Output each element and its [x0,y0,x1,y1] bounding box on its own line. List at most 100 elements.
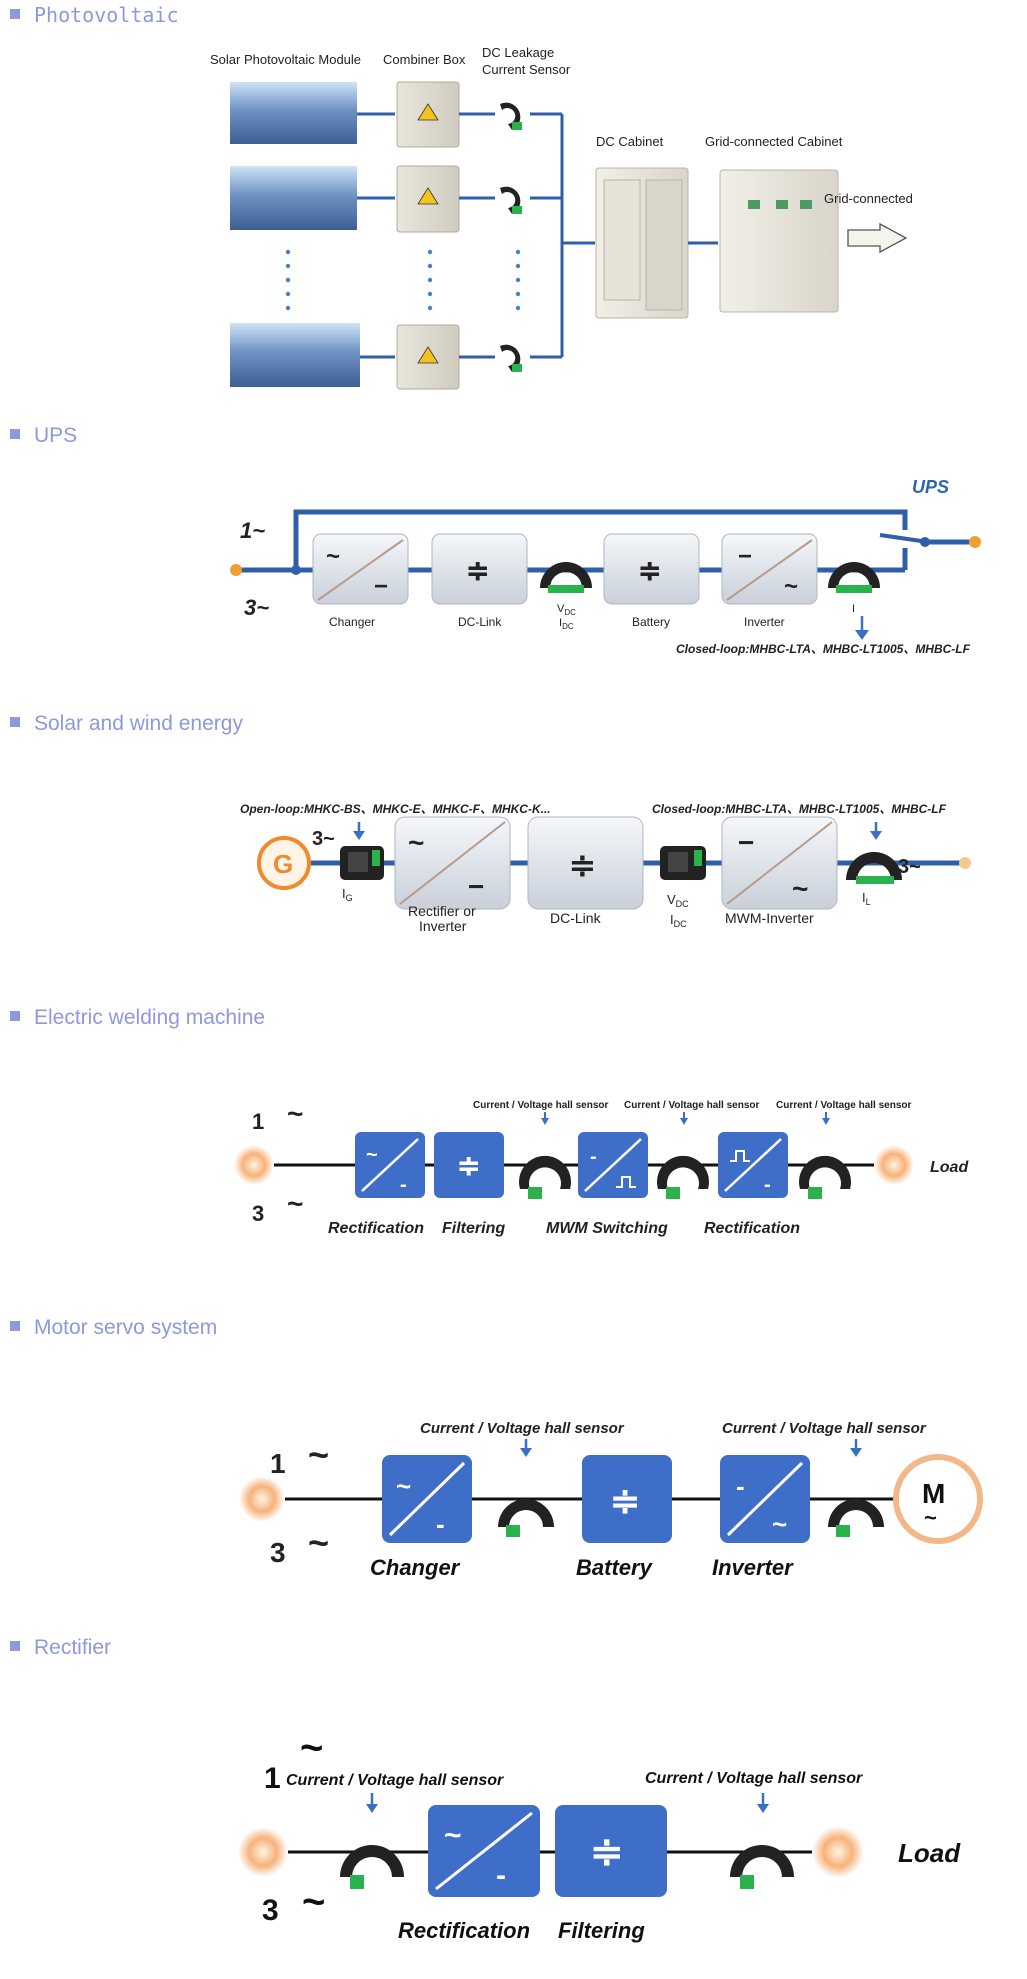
generator-icon [257,836,311,890]
weld-phase-3: 3 [252,1201,264,1226]
section-title-solar-wind: Solar and wind energy [10,712,243,736]
svg-text:−: − [738,543,752,570]
svg-text:~: ~ [408,827,424,858]
down-arrow-icon [541,1118,549,1125]
down-arrow-icon [757,1804,769,1813]
section-title-welding: Electric welding machine [10,1006,265,1030]
down-arrow-icon [520,1448,532,1457]
motor-letter-tilde: ~ [924,1505,937,1530]
motor-phase-1: 1 [270,1448,286,1479]
load-terminal-icon [812,1826,864,1878]
solar-rectifier-block: ~ − [394,816,511,910]
svg-text:~: ~ [326,543,340,570]
section-title-text: Photovoltaic [34,3,179,27]
motor-sensor-label-2: Current / Voltage hall sensor [722,1420,927,1437]
weld-sensor-label-3: Current / Voltage hall sensor [776,1100,912,1111]
motor-inverter-label: Inverter [712,1555,794,1580]
weld-load-label: Load [930,1159,969,1176]
svg-text:-: - [436,1509,445,1539]
motor-battery-block: ≑ [582,1455,672,1543]
ups-phase-3: 3~ [244,595,269,620]
section-title-text: Solar and wind energy [34,712,243,735]
rect-tilde-1: ~ [300,1726,323,1770]
pv-col-sensor-label-1: DC Leakage [482,45,554,60]
hall-sensor-icon [799,1155,851,1189]
solar-vdc-label: VDC [667,892,689,909]
down-arrow-icon [366,1804,378,1813]
solar-wind-diagram: Open-loop:MHKC-BS、MHKC-E、MHKC-F、MHKC-K..… [240,802,971,934]
welding-diagram: 1 ~ 3 ~ Load ~ - ≑ Current / Voltage hal… [234,1098,969,1237]
solar-panel-icon [230,323,360,387]
load-terminal-icon [874,1145,914,1185]
pv-row-3 [230,323,562,390]
svg-text:-: - [764,1174,771,1196]
solar-ig-label: IG [342,886,353,903]
ups-closed-loop-label: Closed-loop:MHBC-LTA、MHBC-LT1005、MHBC-LF [676,642,971,656]
svg-text:~: ~ [792,873,808,904]
svg-text:≑: ≑ [457,1150,480,1181]
motor-tilde-3: ~ [308,1522,329,1563]
generator-letter: G [273,849,293,879]
source-terminal-icon [238,1827,288,1877]
rect-sensor-label-2: Current / Voltage hall sensor [645,1770,863,1787]
rectifier-diagram: ~ 1 Current / Voltage hall sensor Curren… [238,1726,961,1943]
hall-sensor-icon [828,1499,884,1527]
weld-filter-block: ≑ [434,1132,504,1198]
rect-filter-block: ≑ [555,1805,667,1897]
weld-tilde-3: ~ [287,1188,303,1219]
svg-text:-: - [400,1174,407,1196]
svg-text:−: − [374,573,388,600]
svg-text:~: ~ [772,1509,787,1539]
solar-panel-icon [230,82,357,144]
section-title-text: UPS [34,424,78,447]
rect-filtering-label: Filtering [558,1918,645,1943]
svg-text:≑: ≑ [590,1830,624,1874]
section-title-text: Rectifier [34,1636,112,1659]
pv-col-combiner-label: Combiner Box [383,52,466,67]
pv-dc-cabinet-label: DC Cabinet [596,134,664,149]
down-arrow-icon [822,1118,830,1125]
hall-sensor-icon [730,1845,794,1877]
section-title-ups: UPS [10,424,77,448]
grid-arrow-icon [847,222,908,254]
ups-changer-block: ~ − [312,533,409,605]
hall-sensor-icon [519,1155,571,1189]
section-title-text: Electric welding machine [34,1006,266,1029]
bullet-square-icon [10,1011,20,1021]
motor-sensor-label-1: Current / Voltage hall sensor [420,1420,625,1437]
down-arrow-icon [855,630,869,640]
svg-text:≑: ≑ [610,1480,640,1521]
ups-changer-label: Changer [329,615,375,629]
ups-dclink-block: ≑ [431,533,528,605]
hall-sensor-icon [846,852,902,880]
section-title-text: Motor servo system [34,1316,218,1339]
photovoltaic-diagram: Solar Photovoltaic Module Combiner Box D… [210,45,913,390]
bullet-square-icon [10,1641,20,1651]
solar-il-label: IL [862,890,871,907]
svg-text:-: - [590,1146,597,1168]
weld-filtering-label: Filtering [442,1220,505,1237]
pv-continuation-dots [285,249,521,311]
solar-rect-label-2: Inverter [419,918,467,934]
ups-phase-1: 1~ [240,518,265,543]
ups-vdc-label: VDC [557,603,576,617]
solar-idc-label: IDC [670,912,687,929]
hall-sensor-icon [540,562,592,588]
ups-inverter-block: − ~ [721,533,818,605]
weld-sensor-label-2: Current / Voltage hall sensor [624,1100,760,1111]
rect-rectification-label: Rectification [398,1918,530,1943]
solar-dclink-block: ≑ [527,816,644,910]
down-arrow-icon [353,831,365,840]
ups-brand-label: UPS [912,477,949,497]
rect-load-label: Load [898,1838,961,1868]
pv-row-2 [230,165,562,233]
solar-panel-icon [230,166,357,230]
hall-sensor-icon [827,561,881,588]
svg-text:-: - [496,1859,506,1892]
ups-idc-label: IDC [559,617,574,631]
hall-sensor-icon [498,1499,554,1527]
section-title-rectifier: Rectifier [10,1636,111,1660]
svg-text:-: - [736,1471,745,1501]
svg-text:~: ~ [396,1471,411,1501]
ups-i-label: I [852,603,855,615]
